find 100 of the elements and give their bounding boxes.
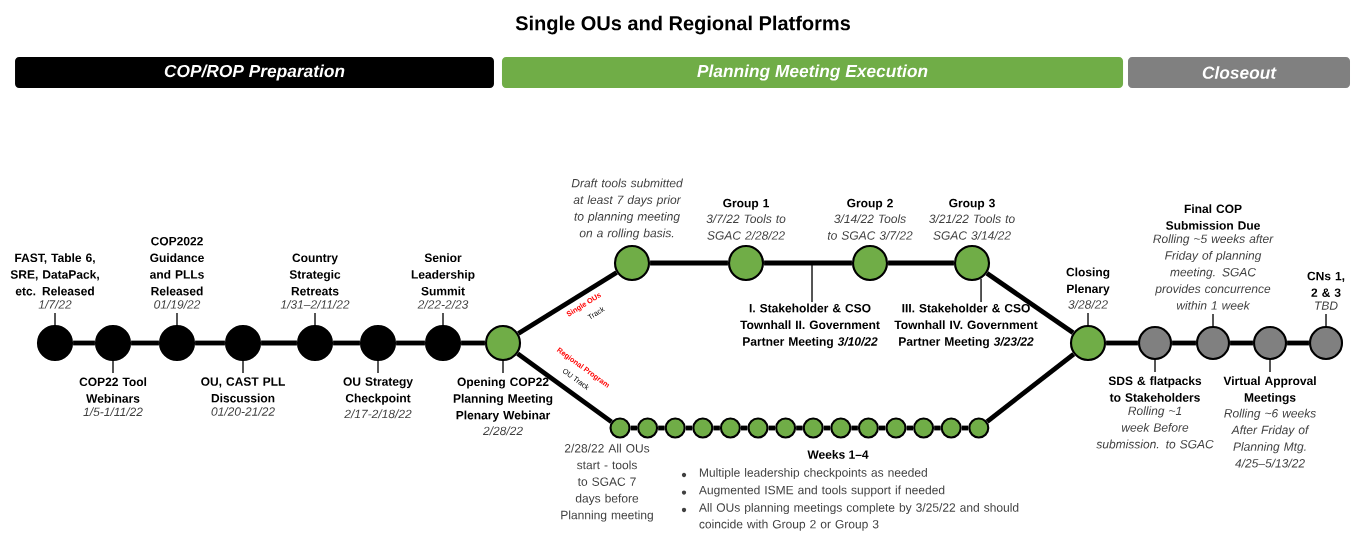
milestone-circle bbox=[747, 417, 769, 439]
milestone-circle bbox=[224, 324, 262, 362]
milestone-circle bbox=[36, 324, 74, 362]
track-line bbox=[630, 425, 638, 431]
track-line bbox=[713, 425, 720, 431]
track-line bbox=[740, 425, 748, 431]
track-line bbox=[685, 425, 693, 431]
milestone-label: Opening COP22 Planning Meeting Plenary Webinar bbox=[453, 377, 553, 422]
leader-line bbox=[980, 278, 982, 303]
milestone-circle bbox=[424, 324, 462, 362]
track-line bbox=[823, 425, 831, 431]
milestone-circle bbox=[94, 324, 132, 362]
milestone-circle bbox=[1069, 324, 1107, 362]
track-line bbox=[961, 425, 969, 431]
milestone-note: Draft tools submitted at least 7 days prior to planning meeting on a rolling basis. bbox=[571, 178, 683, 240]
bullet-item: Augmented ISME and tools support if needed bbox=[681, 485, 945, 497]
milestone-label: Senior Leadership Summit bbox=[411, 253, 475, 296]
milestone-label: COP2022 Guidance and PLLs Released bbox=[150, 236, 204, 296]
track-line bbox=[516, 351, 613, 424]
milestone-label: COP22 Tool Webinars bbox=[79, 377, 147, 403]
milestone-note: TBD bbox=[1315, 301, 1338, 310]
milestone-label: Group 1 bbox=[723, 198, 769, 210]
milestone-note: 3/21/22 Tools to SGAC 3/14/22 bbox=[929, 214, 1015, 240]
bullet-item: Multiple leadership checkpoints as needed bbox=[681, 467, 927, 480]
track-line bbox=[934, 425, 941, 431]
milestone-note: 2/17-2/18/22 bbox=[344, 409, 412, 419]
milestone-label: Final COP Submission Due bbox=[1166, 204, 1260, 230]
milestone-label: Group 2 bbox=[847, 198, 893, 210]
milestone-circle bbox=[613, 244, 651, 282]
milestone-circle bbox=[1308, 325, 1344, 361]
milestone-circle bbox=[940, 417, 962, 439]
milestone-circle bbox=[158, 324, 196, 362]
milestone-label: Country Strategic Retreats bbox=[289, 253, 341, 296]
track-line bbox=[764, 260, 852, 266]
milestone-note: 1/7/22 bbox=[38, 299, 72, 309]
leader-line bbox=[811, 264, 813, 303]
milestone-note: 3/14/22 Tools to SGAC 3/7/22 bbox=[827, 214, 913, 240]
milestone-note: 2/28/22 bbox=[482, 426, 523, 436]
milestone-note: 2/28/22 All OUs start - tools to SGAC 7 days before Planning meeting bbox=[561, 443, 653, 522]
milestone-note: 2/22-2/23 bbox=[417, 299, 469, 309]
track-line bbox=[1106, 340, 1138, 346]
milestone-circle bbox=[296, 324, 334, 362]
milestone-circle bbox=[1252, 325, 1288, 361]
milestone-circle bbox=[719, 417, 741, 439]
track-line bbox=[650, 260, 728, 266]
milestone-circle bbox=[484, 324, 522, 362]
milestone-label: Closing Plenary bbox=[1066, 267, 1110, 296]
milestone-circle bbox=[609, 417, 631, 439]
track-line bbox=[73, 340, 95, 346]
track-line bbox=[1230, 340, 1253, 346]
milestone-circle bbox=[664, 417, 686, 439]
milestone-note: Rolling ~5 weeks after Friday of planning meeting. SGAC provides concurrence within 1 week bbox=[1153, 234, 1274, 310]
milestone-circle bbox=[953, 244, 991, 282]
milestone-circle bbox=[830, 417, 852, 439]
milestone-circle bbox=[885, 417, 907, 439]
phase-banner: Closeout bbox=[1128, 57, 1350, 88]
bullet-item: All OUs planning meetings complete by 3/25/22 and should coincide with Group 2 or Group 3 bbox=[681, 502, 1019, 531]
milestone-circle bbox=[775, 417, 797, 439]
milestone-note: Rolling ~1 week Before submission. to SGAC bbox=[1096, 406, 1214, 449]
track-line bbox=[768, 425, 776, 431]
phase-banner: COP/ROP Preparation bbox=[15, 57, 494, 88]
milestone-note: 1/5-1/11/22 bbox=[83, 407, 143, 417]
milestone-note: 3/7/22 Tools to SGAC 2/28/22 bbox=[706, 214, 786, 240]
track-line bbox=[1172, 340, 1196, 346]
milestone-circle bbox=[857, 417, 879, 439]
milestone-circle bbox=[1195, 325, 1231, 361]
track-line bbox=[461, 340, 485, 346]
milestone-circle bbox=[1137, 325, 1173, 361]
milestone-label: CNs 1, 2 & 3 bbox=[1307, 271, 1345, 297]
milestone-label: Group 3 bbox=[949, 198, 995, 210]
track-line bbox=[131, 340, 159, 346]
milestone-note: 3/28/22 bbox=[1068, 299, 1108, 309]
milestone-note: 01/20-21/22 bbox=[211, 406, 275, 416]
milestone-label: OU Strategy Checkpoint bbox=[343, 377, 413, 405]
milestone-note: 01/19/22 bbox=[154, 299, 201, 309]
track-line bbox=[261, 340, 297, 346]
title: Single OUs and Regional Platforms bbox=[515, 15, 850, 35]
milestone-circle bbox=[851, 244, 889, 282]
milestone-label: SDS & flatpacks to Stakeholders bbox=[1108, 376, 1202, 402]
track-line bbox=[396, 340, 425, 346]
track-line bbox=[195, 340, 225, 346]
milestone-label: Virtual Approval Meetings bbox=[1223, 376, 1316, 405]
track-line bbox=[985, 271, 1075, 335]
track-line bbox=[851, 425, 858, 431]
milestone-circle bbox=[968, 417, 990, 439]
track-line bbox=[878, 425, 886, 431]
track-line bbox=[517, 270, 618, 336]
milestone-circle bbox=[727, 244, 765, 282]
milestone-note: Rolling ~6 weeks After Friday of Planning Mtg. 4/25–5/13/22 bbox=[1224, 408, 1316, 468]
milestone-circle bbox=[359, 324, 397, 362]
track-line bbox=[333, 340, 360, 346]
track-line bbox=[796, 425, 803, 431]
track-line bbox=[906, 425, 914, 431]
milestone-label: OU, CAST PLL Discussion bbox=[201, 377, 285, 403]
milestone-note: 1/31–2/11/22 bbox=[280, 299, 350, 309]
track-line bbox=[888, 260, 954, 266]
section-heading: Weeks 1–4 bbox=[807, 449, 869, 459]
milestone-circle bbox=[692, 417, 714, 439]
phase-banner: Planning Meeting Execution bbox=[501, 57, 1124, 88]
milestone-circle bbox=[913, 417, 935, 439]
